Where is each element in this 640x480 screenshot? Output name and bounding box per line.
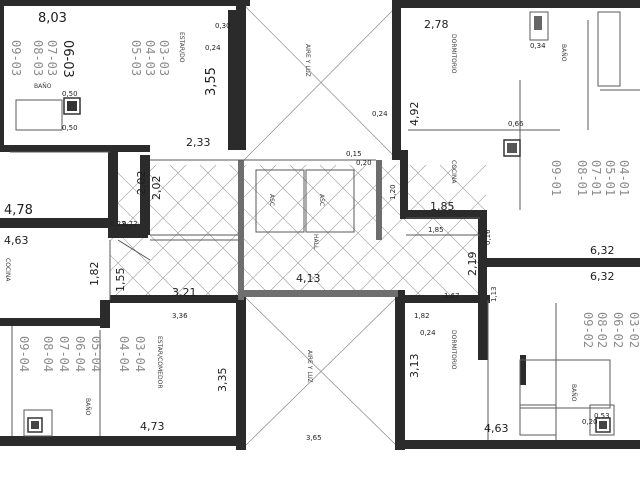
unit-code: 05-03 [129,40,143,76]
dim-020: 0,20 [356,159,372,167]
dim-463a: 4,63 [4,234,29,247]
unit-code: 08-04 [41,336,55,372]
unit-code: 08-03 [31,40,45,76]
dim-050a: 0,50 [62,90,78,98]
dim-321: 3,21 [172,286,197,299]
unit-code: 06-04 [73,336,87,372]
unit-code: 03-03 [157,40,171,76]
room-label: AIRE Y LUZ [304,44,311,77]
unit-code: 07-03 [45,40,59,76]
unit-code: 09-03 [9,40,23,76]
dim-182b: 1,82 [414,312,430,320]
dim-632a: 6,32 [590,244,615,257]
dimension-labels: 8,03 0,30 3,55 0,24 0,50 0,50 2,33 2,02 … [4,11,615,442]
dim-113: 1,13 [490,286,498,302]
unit-code: 05-04 [89,336,103,372]
dim-473: 4,73 [140,420,165,433]
room-label: COCINA [450,160,457,184]
dim-030: 0,30 [215,22,231,30]
unit-codes-ne: 04-01 05-01 07-01 08-01 09-01 [549,160,631,196]
dim-219: 2,19 [466,252,479,277]
dim-024b: 0,24 [372,110,388,118]
room-label: BAÑO [84,398,91,416]
room-label: BAÑO [570,384,577,402]
dim-972: 9,72 [122,220,138,228]
room-label: HALL [312,234,319,250]
dim-053: 0,53 [594,412,610,420]
dim-413: 4,13 [296,272,321,285]
room-label: ASC [318,194,325,206]
dim-020b: 0,20 [582,418,598,426]
dim-335: 3,35 [216,368,229,393]
dim-233: 2,33 [186,136,211,149]
dim-016: 0,16 [484,229,492,245]
dim-034: 0,34 [530,42,546,50]
dim-024c: 0,24 [420,329,436,337]
dim-182a: 1,82 [88,262,101,287]
dim-027: 0,27 [110,220,126,228]
room-label: DORMITORIO [450,34,457,74]
room-label: DORMITORIO [450,330,457,370]
dim-632b: 6,32 [590,270,615,283]
unit-code: 09-04 [17,336,31,372]
dim-024a: 0,24 [205,44,221,52]
dim-478: 4,78 [4,203,33,218]
room-label: ASC [268,194,275,206]
unit-code: 04-01 [617,160,631,196]
room-label: BAÑO [560,44,567,62]
unit-code: 08-01 [575,160,589,196]
dim-355: 3,55 [204,67,219,96]
dim-202b: 2,02 [150,176,163,201]
unit-code: 06-02 [611,312,625,348]
dim-313: 3,13 [408,354,421,379]
unit-code: 09-01 [549,160,563,196]
unit-code: 09-02 [581,312,595,348]
unit-code: 05-01 [603,160,617,196]
dim-202a: 2,02 [135,171,148,196]
room-label: AIRE Y LUZ [306,350,313,383]
unit-codes-se: 03-02 06-02 08-02 09-02 [581,312,640,348]
dim-015: 0,15 [346,150,362,158]
dim-167: 1,67 [444,292,460,300]
unit-code-main: 06-03 [60,40,75,78]
light-well-crosses [243,4,399,446]
unit-code: 03-04 [133,336,147,372]
room-label: ESTAR/COMEDOR [156,336,163,389]
dim-066: 0,66 [508,120,524,128]
unit-code: 07-01 [589,160,603,196]
room-label: COCINA [4,258,11,282]
unit-codes-sw: 03-04 04-04 05-04 06-04 07-04 08-04 09-0… [17,336,147,372]
room-label: BAÑO [34,83,52,90]
unit-codes-nw: 03-03 04-03 05-03 06-03 07-03 08-03 09-0… [9,40,171,78]
unit-code: 04-03 [143,40,157,76]
dim-492: 4,92 [408,102,421,127]
interior-lines [10,11,640,440]
dim-050b: 0,50 [62,124,78,132]
room-label: ESTAR/DO [178,32,185,63]
dim-803: 8,03 [38,11,67,26]
unit-code: 07-04 [57,336,71,372]
dim-463b: 4,63 [484,422,509,435]
dim-120: 1,20 [389,184,397,200]
unit-code: 03-02 [627,312,640,348]
unit-code: 04-04 [117,336,131,372]
dim-185a: 1,85 [430,200,455,213]
dim-336: 3,36 [172,312,188,320]
dim-278: 2,78 [424,18,449,31]
dim-185b: 1,85 [428,226,444,234]
walls [0,0,640,450]
dim-365: 3,65 [306,434,322,442]
dim-155: 1,55 [114,268,127,293]
room-labels: ESTAR/DO ESTAR/COMEDOR DORMITORIO DORMIT… [4,32,577,416]
fixtures [27,16,611,433]
unit-code: 08-02 [595,312,609,348]
